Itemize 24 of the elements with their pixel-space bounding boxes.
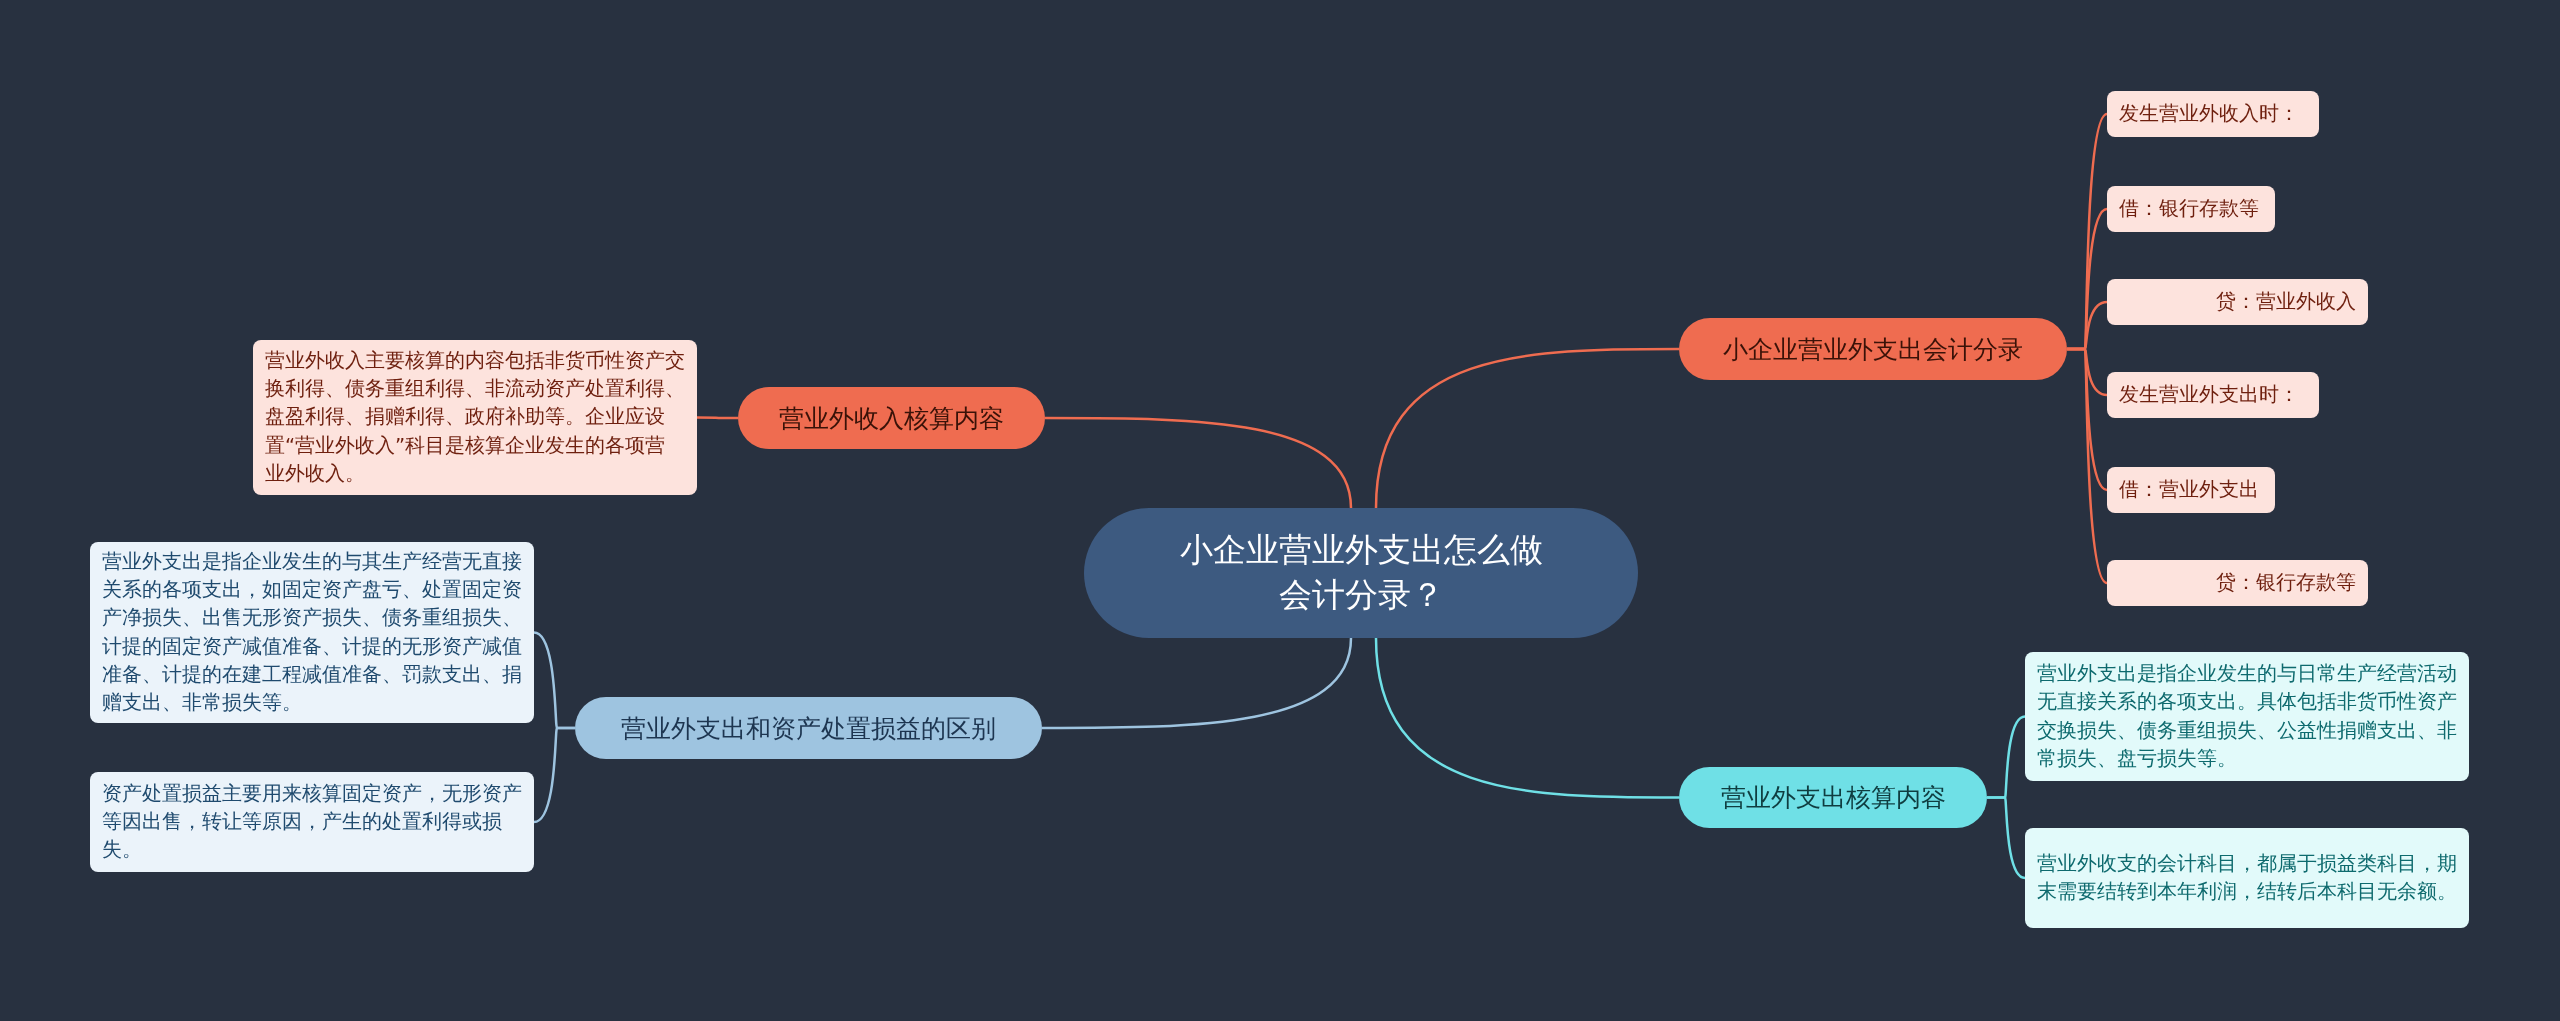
branch-topic: 营业外支出核算内容 <box>1679 767 1987 828</box>
subtopic-card: 贷：银行存款等 <box>2107 560 2368 606</box>
subtopic-card: 发生营业外支出时： <box>2107 372 2319 418</box>
connector-line <box>1374 637 1679 799</box>
subtopic-card: 营业外支出是指企业发生的与其生产经营无直接关系的各项支出，如固定资产盘亏、处置固定资产净损失、出售无形资产损失、债务重组损失、计提的固定资产减值准备、计提的无形资产减值准备、计提的在建工程减值准备、罚款支出、捐赠支出、非常损失等。 <box>90 542 534 723</box>
central-topic: 小企业营业外支出怎么做会计分录？ <box>1084 508 1638 638</box>
connector-line <box>2067 347 2108 584</box>
connector-line <box>533 726 575 824</box>
branch-topic: 营业外支出和资产处置损益的区别 <box>575 697 1042 759</box>
subtopic-card: 贷：营业外收入 <box>2107 279 2368 325</box>
subtopic-card: 营业外支出是指企业发生的与日常生产经营活动无直接关系的各项支出。具体包括非货币性资产交换损失、债务重组损失、公益性捐赠支出、非常损失、盘亏损失等。 <box>2025 652 2469 781</box>
subtopic-card: 发生营业外收入时： <box>2107 91 2319 137</box>
subtopic-card: 营业外收支的会计科目，都属于损益类科目，期末需要结转到本年利润，结转后本科目无余额。 <box>2025 828 2469 928</box>
subtopic-card: 资产处置损益主要用来核算固定资产，无形资产等因出售，转让等原因，产生的处置利得或损失。 <box>90 772 534 872</box>
subtopic-card: 营业外收入主要核算的内容包括非货币性资产交换利得、债务重组利得、非流动资产处置利得、盘盈利得、捐赠利得、政府补助等。企业应设置“营业外收入”科目是核算企业发生的各项营业外收入。 <box>253 340 697 495</box>
subtopic-card: 借：营业外支出 <box>2107 467 2275 513</box>
connector-line <box>1042 637 1353 730</box>
connector-line <box>1045 416 1353 509</box>
connector-line <box>1987 796 2026 880</box>
connector-line <box>697 416 738 420</box>
branch-topic: 小企业营业外支出会计分录 <box>1679 318 2067 380</box>
branch-topic: 营业外收入核算内容 <box>738 387 1045 449</box>
connector-line <box>1374 347 1679 509</box>
subtopic-card: 借：银行存款等 <box>2107 186 2275 232</box>
